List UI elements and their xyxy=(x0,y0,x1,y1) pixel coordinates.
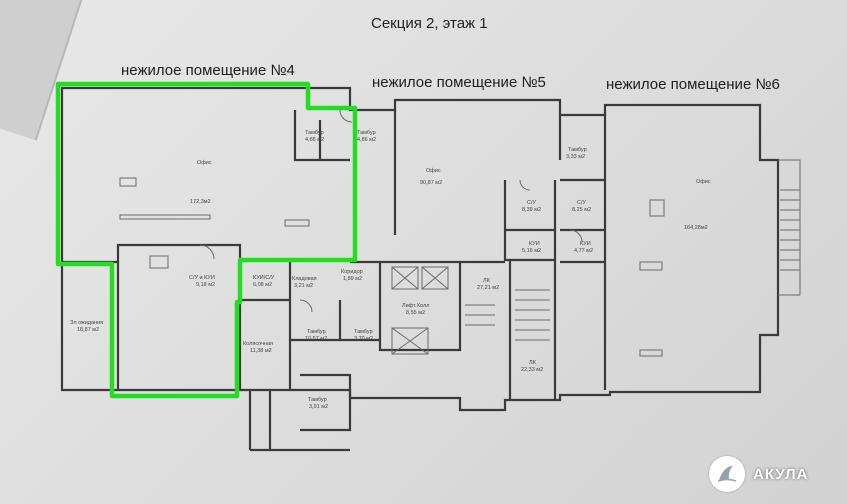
room-name-zal-ozhidaniya: Зл ожидания xyxy=(70,320,103,326)
room-area-office5: 90,87 м2 xyxy=(420,180,442,186)
room-name-tambur-f: Тамбур xyxy=(308,397,327,403)
premises-label-5: нежилое помещение №5 xyxy=(372,74,546,91)
room-name-office6: Офис xyxy=(696,179,711,185)
room-area-tambur-f: 3,91 м2 xyxy=(309,404,328,410)
room-area-office6: 164,28м2 xyxy=(684,225,708,231)
premises-label-6: нежилое помещение №6 xyxy=(606,76,780,93)
room-area-tambur-a: 4,86 м2 xyxy=(305,137,324,143)
room-name-kladovaya: Кладовая xyxy=(292,276,317,282)
room-name-lk: ЛК xyxy=(483,278,491,284)
walls xyxy=(60,86,780,452)
room-area-kui-b: 4,77 м2 xyxy=(574,248,593,254)
room-name-tambur-a: Тамбур xyxy=(305,130,324,136)
room-area-lk2: 22,33 м2 xyxy=(521,367,543,373)
room-area-tambur-d: 10,57 м2 xyxy=(305,336,327,342)
room-name-kui-b: КУИ xyxy=(580,241,591,247)
room-labels: Офис 172,3м2 Тамбур 4,86 м2 Тамбур 4,86 … xyxy=(70,130,711,410)
room-name-su-b: С/У xyxy=(577,200,587,206)
room-area-tambur-b: 4,86 м2 xyxy=(357,137,376,143)
room-area-su-b: 8,25 м2 xyxy=(572,207,591,213)
room-name-su-a: С/У xyxy=(527,200,537,206)
room-area-zal-ozhidaniya: 18,87 м2 xyxy=(77,327,99,333)
room-area-su-kui2: 6,08 м2 xyxy=(253,282,272,288)
details xyxy=(119,109,801,357)
room-area-koridor: 1,89 м2 xyxy=(343,276,362,282)
room-name-koridor: Коридор xyxy=(341,269,363,275)
room-area-kui-a: 5,16 м2 xyxy=(522,248,541,254)
room-name-kui-a: КУИ xyxy=(529,241,540,247)
room-name-office5: Офис xyxy=(426,168,441,174)
room-name-office4: Офис xyxy=(197,160,212,166)
room-name-tambur-e: Тамбур xyxy=(354,329,373,335)
room-area-tambur-e: 3,70 м2 xyxy=(354,336,373,342)
room-name-tambur-c: Тамбур xyxy=(568,147,587,153)
room-name-lk2: ЛК xyxy=(529,360,537,366)
premises-label-4: нежилое помещение №4 xyxy=(121,62,295,79)
room-area-office4: 172,3м2 xyxy=(190,199,211,205)
room-name-lift-hall: Лифт.Холл xyxy=(402,303,430,309)
room-area-kladovaya: 3,21 м2 xyxy=(294,283,313,289)
room-name-tambur-d: Тамбур xyxy=(307,329,326,335)
room-name-tambur-b: Тамбур xyxy=(357,130,376,136)
room-area-lift-hall: 8,55 м2 xyxy=(406,310,425,316)
room-area-su-kui: 9,18 м2 xyxy=(196,282,215,288)
room-name-su-kui2: КУИ/С/У xyxy=(253,275,275,281)
room-area-su-a: 8,39 м2 xyxy=(522,207,541,213)
room-area-lk: 27,21 м2 xyxy=(477,285,499,291)
room-area-kolyasochnaya: 11,38 м2 xyxy=(250,348,272,354)
highlight-outline-premises-4 xyxy=(55,81,358,399)
room-name-kolyasochnaya: Колясочная xyxy=(243,341,273,347)
plan-title: Секция 2, этаж 1 xyxy=(371,15,488,32)
shark-fin-icon xyxy=(709,456,745,492)
room-name-su-kui: С/У и КУИ xyxy=(189,275,215,281)
logo-text: АКУЛА xyxy=(753,465,809,483)
room-area-tambur-c: 3,33 м2 xyxy=(566,154,585,160)
akula-logo: АКУЛА xyxy=(709,454,808,494)
